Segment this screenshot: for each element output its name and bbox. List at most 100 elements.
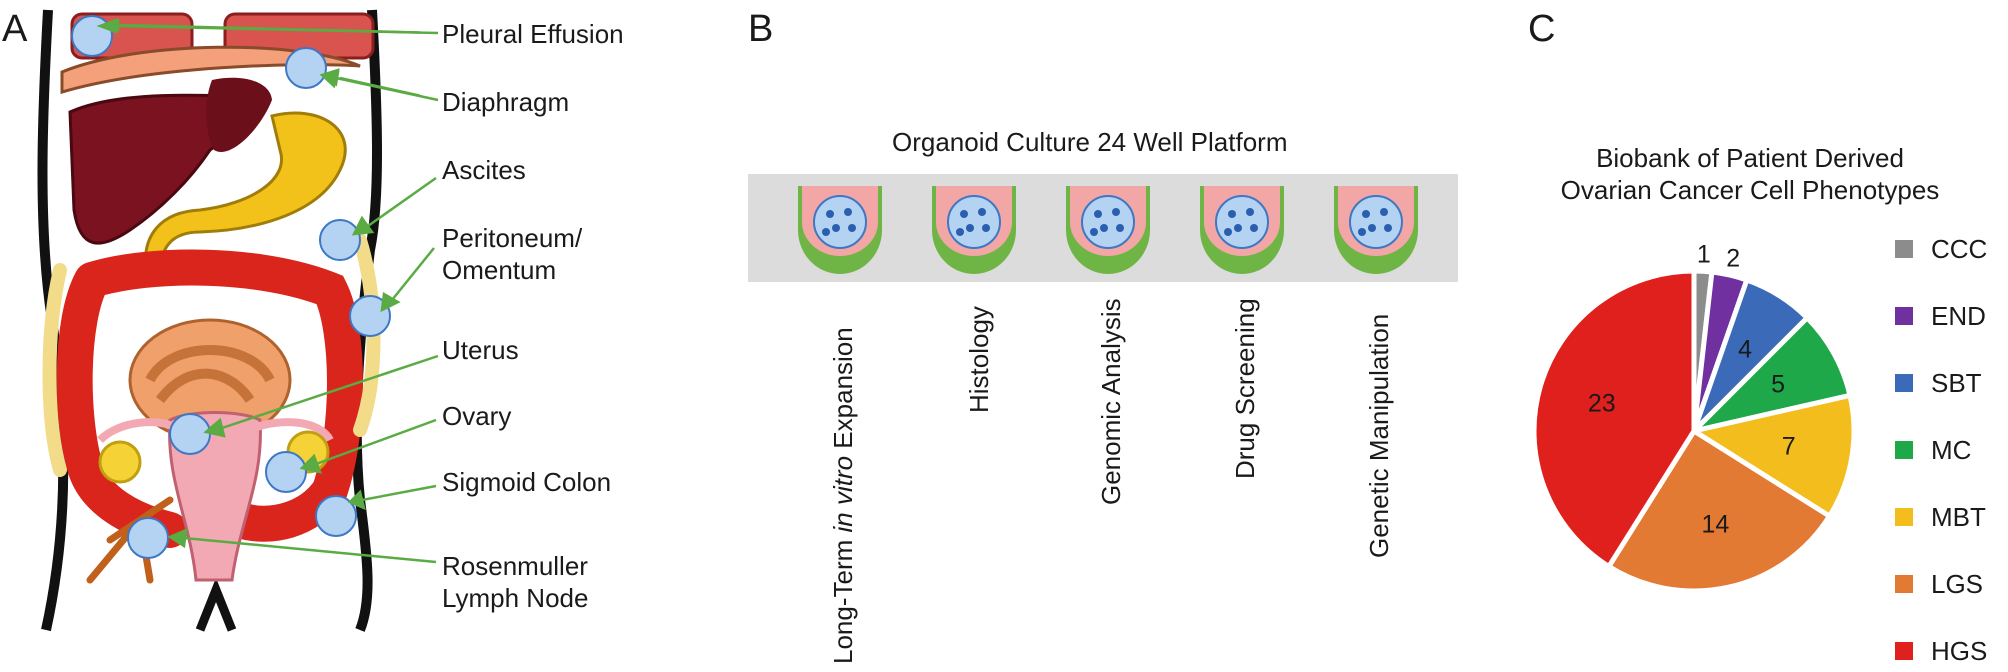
legend-item-mbt: MBT: [1895, 502, 1986, 532]
cell-nucleus: [956, 228, 964, 236]
legend-swatch: [1895, 508, 1913, 526]
anatomy-label-line: Ovary: [442, 401, 512, 431]
pie-slice-mbt: [1687, 392, 1857, 520]
legend-item-lgs: LGS: [1895, 569, 1983, 599]
well: [1066, 186, 1150, 274]
pie-value-label: 5: [1771, 370, 1785, 399]
cell-nucleus: [822, 228, 830, 236]
chart-title-line-1: Biobank of Patient Derived: [1596, 143, 1904, 173]
well: [932, 186, 1016, 274]
legend-item-hgs: HGS: [1895, 636, 1987, 666]
legend-item-sbt: SBT: [1895, 368, 1982, 398]
legend-label: END: [1931, 300, 1986, 331]
ovary-left: [98, 440, 142, 484]
cell-nucleus: [1384, 224, 1392, 232]
spleen: [206, 77, 272, 152]
peritoneum-left: [42, 263, 67, 477]
panel-letter-c: C: [1528, 8, 1556, 50]
legend-swatch: [1895, 575, 1913, 593]
cell-nucleus: [1234, 224, 1242, 232]
cell-nucleus: [1358, 228, 1366, 236]
legend-label: MC: [1931, 434, 1972, 465]
cell-nucleus: [1246, 208, 1254, 216]
cell-nucleus: [1100, 224, 1108, 232]
legend-label: HGS: [1931, 635, 1988, 666]
legend-swatch: [1895, 374, 1913, 392]
legend-item-ccc: CCC: [1895, 234, 1987, 264]
anatomy-label-line: Ascites: [442, 155, 526, 185]
cell-nucleus: [1368, 224, 1376, 232]
anatomy-label-pleural: Pleural Effusion: [442, 18, 624, 50]
colon: [56, 249, 363, 548]
pie-slice-lgs: [1605, 427, 1833, 594]
anatomy-arrows: [96, 18, 439, 564]
cell-nucleus: [1094, 210, 1102, 218]
cell-nucleus: [1250, 224, 1258, 232]
cell-nucleus: [1228, 210, 1236, 218]
cell-nucleus: [848, 224, 856, 232]
stomach: [143, 111, 347, 272]
fallopian-tubes: [97, 418, 334, 444]
anatomy-label-line: Pleural Effusion: [442, 19, 624, 49]
cell-nucleus: [960, 210, 968, 218]
organoid-title: Organoid Culture 24 Well Platform: [892, 127, 1288, 157]
liver: [68, 93, 255, 245]
pie-value-label: 7: [1781, 432, 1796, 461]
anatomy-label-line: Omentum: [442, 255, 557, 285]
legend-swatch: [1895, 307, 1913, 325]
cell-nucleus: [832, 224, 840, 232]
anatomy-label-uterus: Uterus: [442, 334, 519, 366]
cell-nucleus: [1224, 228, 1232, 236]
anatomy-label-line: Diaphragm: [442, 87, 570, 117]
legend-item-mc: MC: [1895, 435, 1971, 465]
panel-letter-a: A: [2, 8, 28, 50]
pie-value-label: 1: [1696, 240, 1711, 269]
well-plate: [748, 174, 1458, 282]
pie-value-label: 4: [1738, 335, 1753, 364]
pie-value-label: 14: [1701, 510, 1730, 539]
legend-label: MBT: [1931, 501, 1986, 532]
anatomy-label-sigmoid: Sigmoid Colon: [442, 466, 611, 498]
anatomy-label-ovary: Ovary: [442, 400, 511, 432]
anatomy-label-line: Peritoneum/: [442, 223, 583, 253]
anatomy-label-line: Sigmoid Colon: [442, 467, 612, 497]
cell-nucleus: [982, 224, 990, 232]
legend-label: LGS: [1931, 568, 1984, 599]
anatomy-label-peritoneum: Peritoneum/Omentum: [442, 222, 582, 286]
well: [1200, 186, 1284, 274]
cell-nucleus: [1380, 208, 1388, 216]
pie-value-label: 2: [1726, 244, 1741, 273]
small-intestine-loops: [145, 345, 275, 404]
cell-nucleus: [978, 208, 986, 216]
panel-letter-b: B: [748, 8, 774, 50]
cell-nucleus: [1362, 210, 1370, 218]
anatomy-label-line: Rosenmuller: [442, 551, 588, 581]
peritoneum-right: [353, 233, 381, 437]
lymph-node: [86, 496, 174, 584]
leg-outline: [195, 577, 237, 632]
legend-label: SBT: [1931, 367, 1982, 398]
legend-item-end: END: [1895, 301, 1986, 331]
cell-nucleus: [826, 210, 834, 218]
legend-swatch: [1895, 642, 1913, 660]
cell-nucleus: [1112, 208, 1120, 216]
anatomy-label-ascites: Ascites: [442, 154, 526, 186]
cell-nucleus: [1116, 224, 1124, 232]
well: [798, 186, 882, 274]
legend-swatch: [1895, 240, 1913, 258]
legend-label: CCC: [1931, 233, 1988, 264]
anatomy-label-line: Lymph Node: [442, 583, 589, 613]
anatomy-label-line: Uterus: [442, 335, 519, 365]
cell-nucleus: [844, 208, 852, 216]
pie-slice-hgs: [1531, 268, 1697, 570]
cell-nucleus: [966, 224, 974, 232]
legend-swatch: [1895, 441, 1913, 459]
cell-nucleus: [1090, 228, 1098, 236]
anatomy-label-diaphragm: Diaphragm: [442, 86, 569, 118]
well: [1334, 186, 1418, 274]
diaphragm-organ: [60, 45, 361, 95]
pie-value-label: 23: [1587, 389, 1616, 418]
chart-title: Biobank of Patient Derived Ovarian Cance…: [1500, 142, 2000, 206]
